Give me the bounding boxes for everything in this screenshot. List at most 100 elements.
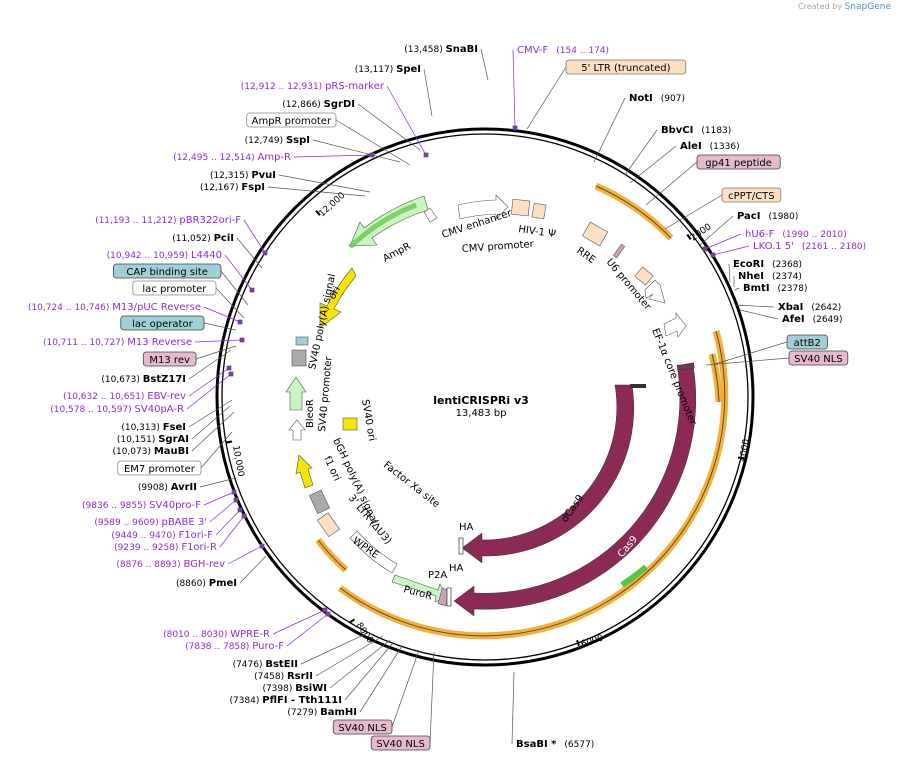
feature-box [370, 735, 431, 751]
feature-box [332, 719, 393, 735]
left-label-16: (10,711 .. 10,727) M13 Reverse [43, 337, 192, 348]
cas9-start-mark [679, 362, 695, 371]
position: (12,912 .. 12,931) [241, 82, 325, 92]
feature-name: AfeI [782, 314, 805, 325]
feature-box-label: gp41 peptide [705, 158, 772, 169]
feature-box-label: EM7 promoter [124, 464, 196, 475]
site-label: AleI(1336) [680, 141, 740, 152]
site-label: (10,313) FseI [121, 422, 186, 433]
primer-label: (12,912 .. 12,931) pRS-marker [241, 81, 385, 92]
left-label-21: (10,313) FseI [121, 422, 186, 433]
right-label-4: AleI(1336) [680, 141, 740, 152]
left-label-32: (8010 .. 8030) WPRE-R [163, 629, 270, 640]
left-label-2: (12,912 .. 12,931) pRS-marker [241, 81, 385, 92]
left-labels: (13,458) SnaBI (13,117) SpeI (12,912 .. 12… [28, 44, 478, 751]
tick-label: 10,000 [230, 445, 245, 478]
site-label: (12,749) SspI [245, 135, 310, 146]
primer-label: (9239 .. 9258) F1ori-R [114, 542, 217, 553]
left-label-9: (11,193 .. 11,212) pBR322ori-F [95, 215, 241, 226]
lac-operator-mark [295, 336, 309, 346]
feature-name: SspI [286, 135, 310, 146]
cas9-arrow [453, 364, 697, 617]
gp41-mark [612, 243, 626, 259]
site-label: BmtI(2378) [743, 283, 807, 294]
left-label-1: (13,117) SpeI [355, 64, 421, 75]
site-label: EcoRI(2368) [733, 259, 802, 270]
feature-name: FseI [163, 422, 186, 433]
site-label: (10,073) MauBI [112, 446, 189, 457]
ha1-label: HA [459, 522, 474, 533]
position: (7458) [254, 672, 287, 682]
position: (10,942 .. 10,959) [107, 251, 191, 261]
left-label-24: EM7 promoter [117, 460, 202, 476]
left-label-10: (11,052) PciI [172, 233, 234, 244]
position: (2368) [772, 260, 802, 270]
position: (8010 .. 8030) [163, 630, 230, 640]
left-label-7: (12,315) PvuI [210, 170, 276, 181]
position: (7476) [233, 660, 266, 670]
snapgene-logo: SnapGene [844, 2, 891, 12]
f1-ori-arrow [295, 454, 314, 489]
position: (8860) [176, 579, 209, 589]
feature-box [120, 315, 205, 331]
tick-label: 6000 [580, 633, 605, 650]
feature-name: M13 Reverse [127, 337, 192, 348]
left-label-38: (7279) BamHI [287, 707, 357, 718]
left-label-25: (9908) AvrII [138, 482, 197, 493]
site-label: (13,458) SnaBI [404, 44, 478, 55]
left-label-15: lac operator [120, 315, 205, 331]
right-label-5: gp41 peptide [696, 154, 781, 170]
primer-label: (9589 .. 9609) pBABE 3' [94, 517, 207, 528]
plasmid-size: 13,483 bp [456, 408, 507, 419]
tick-label: 12,000 [317, 191, 347, 220]
feature-name: PacI [737, 211, 760, 222]
feature-name: SpeI [396, 64, 421, 75]
bgh-label: bGH poly(A) signal [330, 437, 379, 526]
position: (12,167) [200, 183, 241, 193]
site-label: XbaI(2642) [778, 302, 841, 313]
site-label: (9908) AvrII [138, 482, 197, 493]
position: (9239 .. 9258) [114, 543, 181, 553]
feature-name: PmeI [209, 578, 237, 589]
rre-label: RRE [574, 245, 597, 266]
left-label-4: AmpR promoter [246, 112, 337, 128]
cmv-enhancer-arrow [457, 194, 509, 220]
site-label: (7476) BstEII [233, 659, 298, 670]
feature-box [117, 460, 202, 476]
position: (8876 .. 8893) [116, 560, 183, 570]
feature-box-label: SV40 NLS [794, 354, 843, 365]
left-label-6: (12,495 .. 12,514) Amp-R [173, 152, 291, 163]
feature-box-label: lac operator [132, 319, 193, 330]
left-label-12: CAP binding site [113, 263, 222, 279]
left-label-31: (8860) PmeI [176, 578, 237, 589]
site-label: PacI(1980) [737, 211, 798, 222]
left-label-33: (7838 .. 7858) Puro-F [185, 641, 284, 652]
position: (7838 .. 7858) [185, 642, 252, 652]
ampr-label: AmpR [381, 241, 413, 265]
left-label-28: (9449 .. 9470) F1ori-F [111, 530, 213, 541]
ori-arrow [319, 267, 357, 329]
sv40-polya-label: SV40 poly(A) signal [307, 273, 338, 371]
left-label-0: (13,458) SnaBI [404, 44, 478, 55]
cppt-block [634, 266, 654, 286]
position: (10,673) [101, 375, 142, 385]
feature-box-label: SV40 NLS [338, 723, 387, 734]
left-label-14: (10,724 .. 10,746) M13/pUC Reverse [28, 302, 201, 313]
feature-name: RsrII [287, 671, 313, 682]
site-label: (7458) RsrII [254, 671, 313, 682]
feature-name: F1ori-F [179, 530, 214, 541]
right-labels: CMV-F(154 .. 174)5' LTR (truncated)NotI(… [516, 45, 866, 750]
bleor-label: BleoR [305, 399, 316, 428]
right-label-3: BbvCI(1183) [661, 125, 731, 136]
left-label-23: (10,073) MauBI [112, 446, 189, 457]
site-label: NheI(2374) [738, 271, 802, 282]
feature-name: BstEII [265, 659, 298, 670]
position: (6577) [564, 740, 594, 750]
feature-box-label: CAP binding site [126, 267, 208, 278]
position: (10,151) [117, 435, 158, 445]
sv40-promoter-arrow [288, 419, 306, 441]
feature-box-label: M13 rev [149, 355, 190, 366]
position: (10,711 .. 10,727) [43, 338, 127, 348]
sv40-ori-block [342, 417, 358, 431]
bleor-arrow [285, 376, 307, 411]
